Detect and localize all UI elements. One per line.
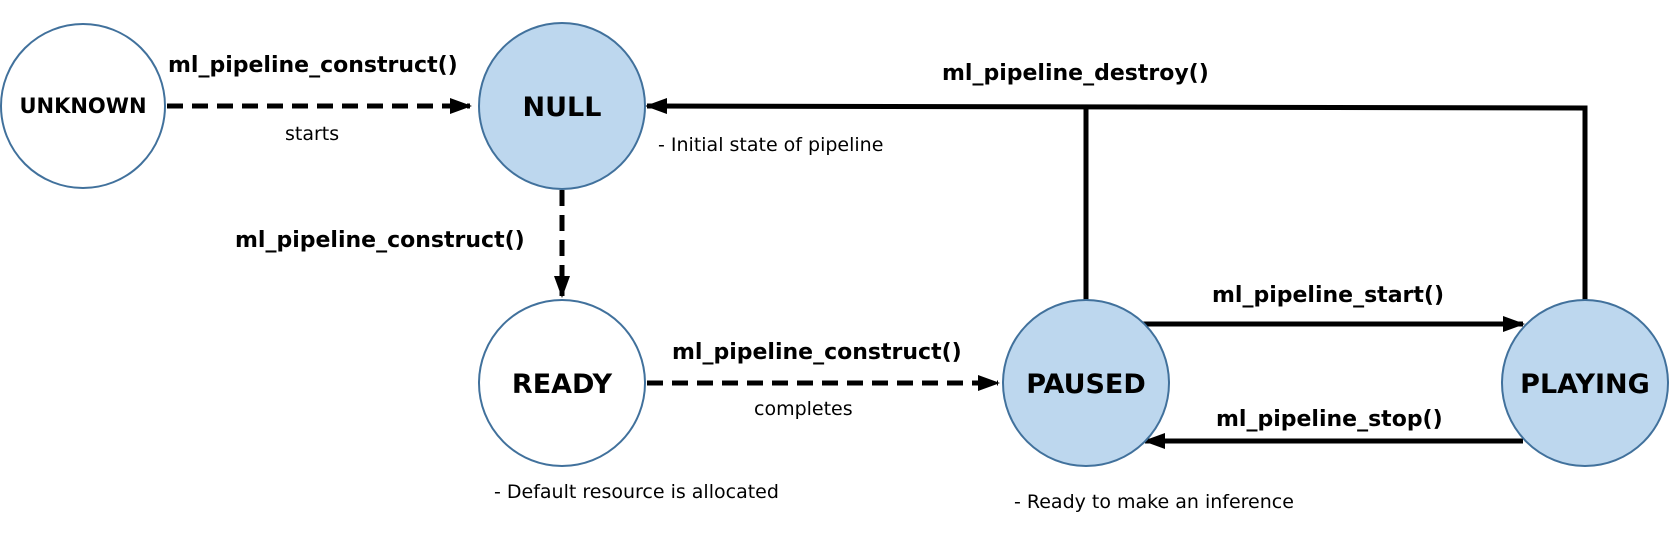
label-null-to-ready: ml_pipeline_construct() (235, 228, 525, 253)
state-paused: PAUSED (1002, 299, 1170, 467)
sublabel-completes: completes (754, 398, 853, 420)
sublabel-starts: starts (285, 123, 339, 145)
state-unknown: UNKNOWN (0, 23, 166, 189)
note-paused: - Ready to make an inference (1014, 491, 1294, 513)
state-playing: PLAYING (1501, 299, 1669, 467)
state-null: NULL (478, 22, 646, 190)
label-ready-to-paused: ml_pipeline_construct() (672, 340, 962, 365)
state-playing-label: PLAYING (1520, 369, 1650, 400)
state-ready: READY (478, 299, 646, 467)
label-start: ml_pipeline_start() (1212, 283, 1444, 308)
note-null: - Initial state of pipeline (658, 134, 883, 156)
label-stop: ml_pipeline_stop() (1216, 407, 1443, 432)
state-null-label: NULL (523, 92, 602, 123)
state-ready-label: READY (512, 369, 613, 400)
state-unknown-label: UNKNOWN (19, 94, 146, 118)
state-paused-label: PAUSED (1026, 369, 1146, 400)
label-destroy: ml_pipeline_destroy() (942, 61, 1209, 86)
note-ready: - Default resource is allocated (494, 481, 779, 503)
label-unknown-to-null: ml_pipeline_construct() (168, 53, 458, 78)
edge-destroy (645, 98, 1588, 300)
